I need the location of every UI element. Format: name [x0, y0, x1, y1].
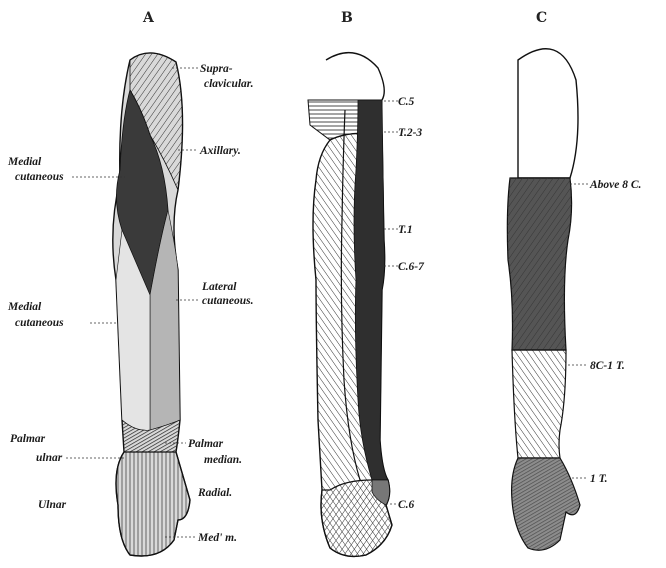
label-8c1t: 8C-1 T.: [590, 360, 625, 372]
label-medial-cutaneous-upper-2: cutaneous: [15, 171, 64, 183]
labels-c: Above 8 C. 8C-1 T. 1 T.: [568, 179, 641, 485]
arm-a-hand: [116, 452, 190, 556]
label-c67: C.6-7: [398, 261, 425, 273]
label-ulnar: Ulnar: [38, 499, 67, 511]
label-t23: T.2-3: [398, 127, 422, 139]
label-palmar-ulnar-1: Palmar: [10, 433, 46, 445]
panel-letter-c: C: [536, 10, 547, 26]
label-c6: C.6: [398, 499, 415, 511]
label-1t: 1 T.: [590, 473, 607, 485]
arm-c: [507, 49, 580, 550]
label-lateral-cutaneous-2: cutaneous.: [202, 295, 253, 307]
panel-letter-b: B: [341, 10, 353, 26]
label-medial-cutaneous-lower-2: cutaneous: [15, 317, 64, 329]
label-medial-cutaneous-upper-1: Medial: [7, 156, 42, 168]
arm-c-hand-hatch: [512, 458, 580, 550]
label-axillary: Axillary.: [199, 145, 241, 157]
panel-letter-a: A: [142, 10, 155, 26]
arm-b-shoulder-outline: [326, 53, 384, 100]
label-supraclavicular-1: Supra-: [200, 63, 233, 75]
label-palmar-median-1: Palmar: [188, 438, 224, 450]
label-median: Med' m.: [197, 532, 237, 544]
label-lateral-cutaneous-1: Lateral: [201, 281, 237, 293]
labels-b: C.5 T.2-3 T.1 C.6-7 C.6: [384, 96, 425, 511]
arm-c-above8c-hatch: [507, 178, 571, 350]
arm-b: [308, 53, 392, 557]
arm-a: [113, 53, 190, 556]
arm-c-8c1t-zone: [512, 350, 566, 458]
label-above8c: Above 8 C.: [589, 179, 641, 191]
arm-c-upper-white: [518, 49, 578, 178]
label-supraclavicular-2: clavicular.: [204, 78, 254, 90]
label-radial: Radial.: [197, 487, 232, 499]
label-palmar-ulnar-2: ulnar: [36, 452, 63, 464]
label-palmar-median-2: median.: [204, 454, 242, 466]
label-c5: C.5: [398, 96, 415, 108]
label-medial-cutaneous-lower-1: Medial: [7, 301, 42, 313]
label-t1: T.1: [398, 224, 413, 236]
